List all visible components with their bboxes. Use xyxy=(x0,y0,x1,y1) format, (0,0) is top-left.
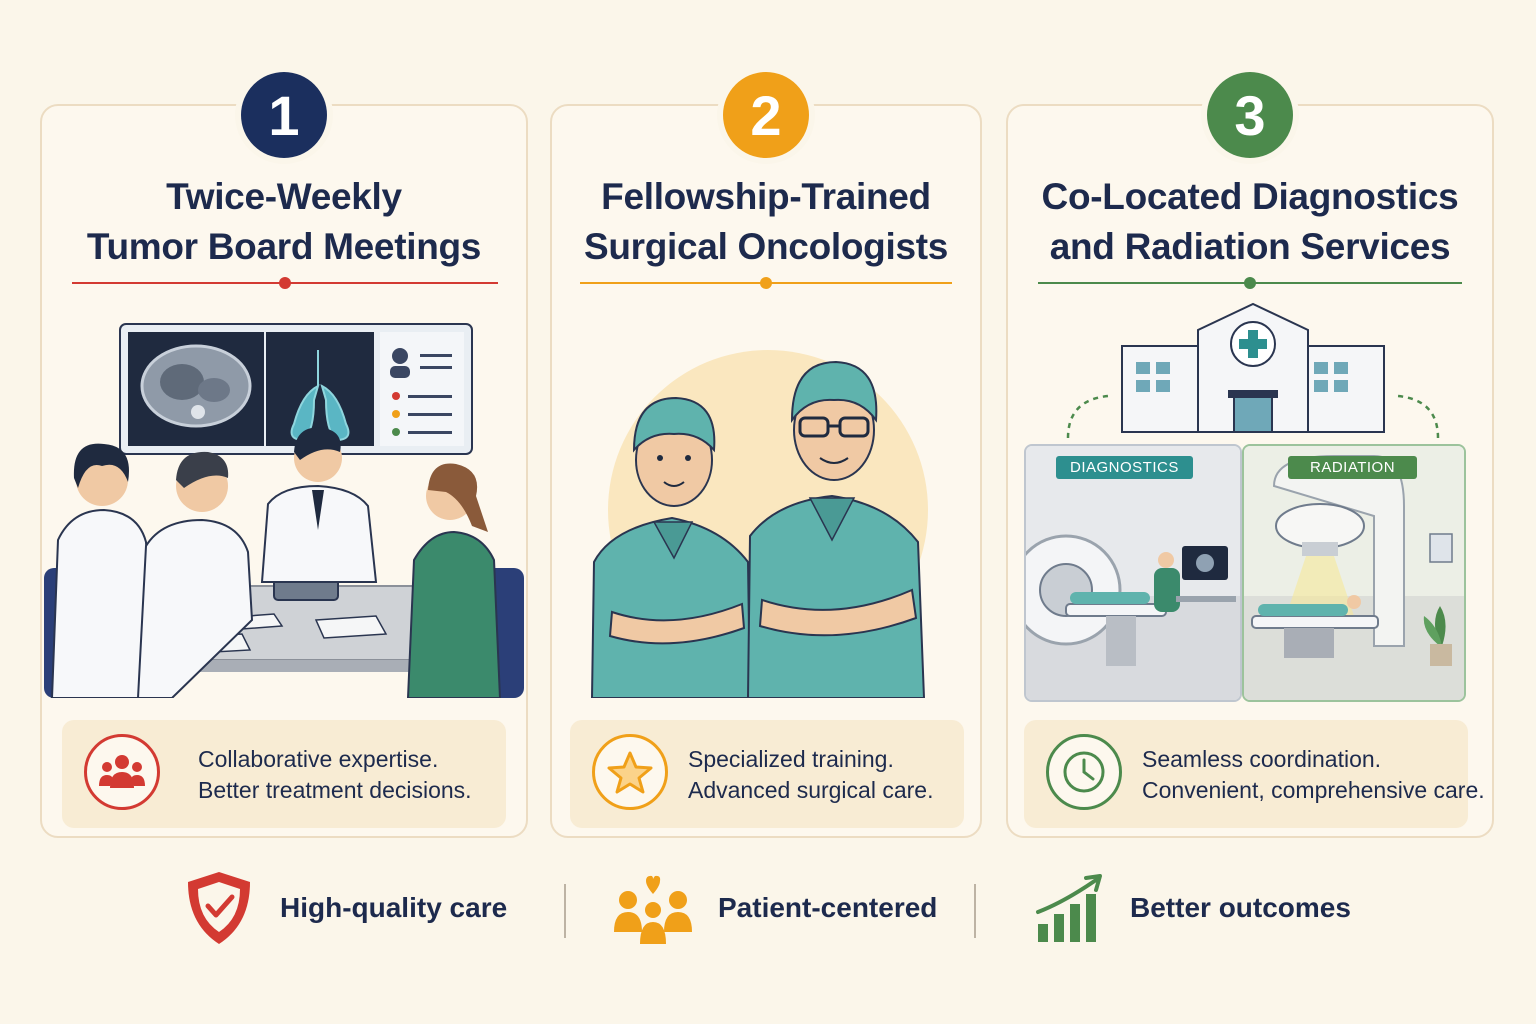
footer-high-quality: High-quality care xyxy=(182,868,507,948)
footer-label: High-quality care xyxy=(280,892,508,923)
card-surgical-oncologists: 2 Fellowship-Trained Surgical Oncologist… xyxy=(550,72,982,838)
card-info-text: Specialized training. Advanced surgical … xyxy=(688,746,934,803)
card-info-text: Seamless coordination. Convenient, compr… xyxy=(1142,746,1485,803)
step-badge-1: 1 xyxy=(241,72,327,158)
title-divider xyxy=(72,277,498,289)
title-divider xyxy=(1038,277,1462,289)
footer-label: Better outcomes xyxy=(1130,892,1351,923)
footer-separator xyxy=(564,884,566,938)
diagnostics-label: DIAGNOSTICS xyxy=(1056,456,1193,479)
footer-better-outcomes: Better outcomes xyxy=(1034,868,1351,948)
radiation-label: RADIATION xyxy=(1288,456,1418,479)
card-title: Twice-Weekly Tumor Board Meetings xyxy=(86,176,482,267)
footer-label: Patient-centered xyxy=(718,892,938,923)
card-info: Specialized training. Advanced surgical … xyxy=(570,720,964,828)
team-icon xyxy=(84,734,160,810)
diagnostics-panel: DIAGNOSTICS xyxy=(1024,444,1242,702)
card-tumor-board: 1 Twice-Weekly Tumor Board Meetings xyxy=(40,72,528,838)
family-heart-icon xyxy=(614,875,692,944)
card-info: Seamless coordination. Convenient, compr… xyxy=(1024,720,1485,828)
title-divider xyxy=(580,277,952,289)
star-icon xyxy=(592,734,668,810)
radiation-panel: RADIATION xyxy=(1242,444,1466,702)
ct-scanner-illustration xyxy=(1026,446,1240,700)
card-co-located-services: 3 Co-Located Diagnostics and Radiation S… xyxy=(1006,72,1494,838)
growth-chart-icon xyxy=(1036,874,1102,942)
radiation-machine-illustration xyxy=(1244,446,1464,700)
tumor-board-illustration xyxy=(44,323,524,698)
card-info: Collaborative expertise. Better treatmen… xyxy=(62,720,506,828)
card-title: Co-Located Diagnostics and Radiation Ser… xyxy=(1041,176,1459,267)
card-title: Fellowship-Trained Surgical Oncologists xyxy=(583,176,949,267)
step-badge-2: 2 xyxy=(723,72,809,158)
footer-patient-centered: Patient-centered xyxy=(612,868,937,948)
card-info-text: Collaborative expertise. Better treatmen… xyxy=(198,746,472,803)
hospital-illustration xyxy=(1066,302,1440,438)
step-badge-3: 3 xyxy=(1207,72,1293,158)
clock-icon xyxy=(1046,734,1122,810)
surgeons-illustration xyxy=(590,350,928,698)
footer-separator xyxy=(974,884,976,938)
shield-check-icon xyxy=(188,872,250,944)
